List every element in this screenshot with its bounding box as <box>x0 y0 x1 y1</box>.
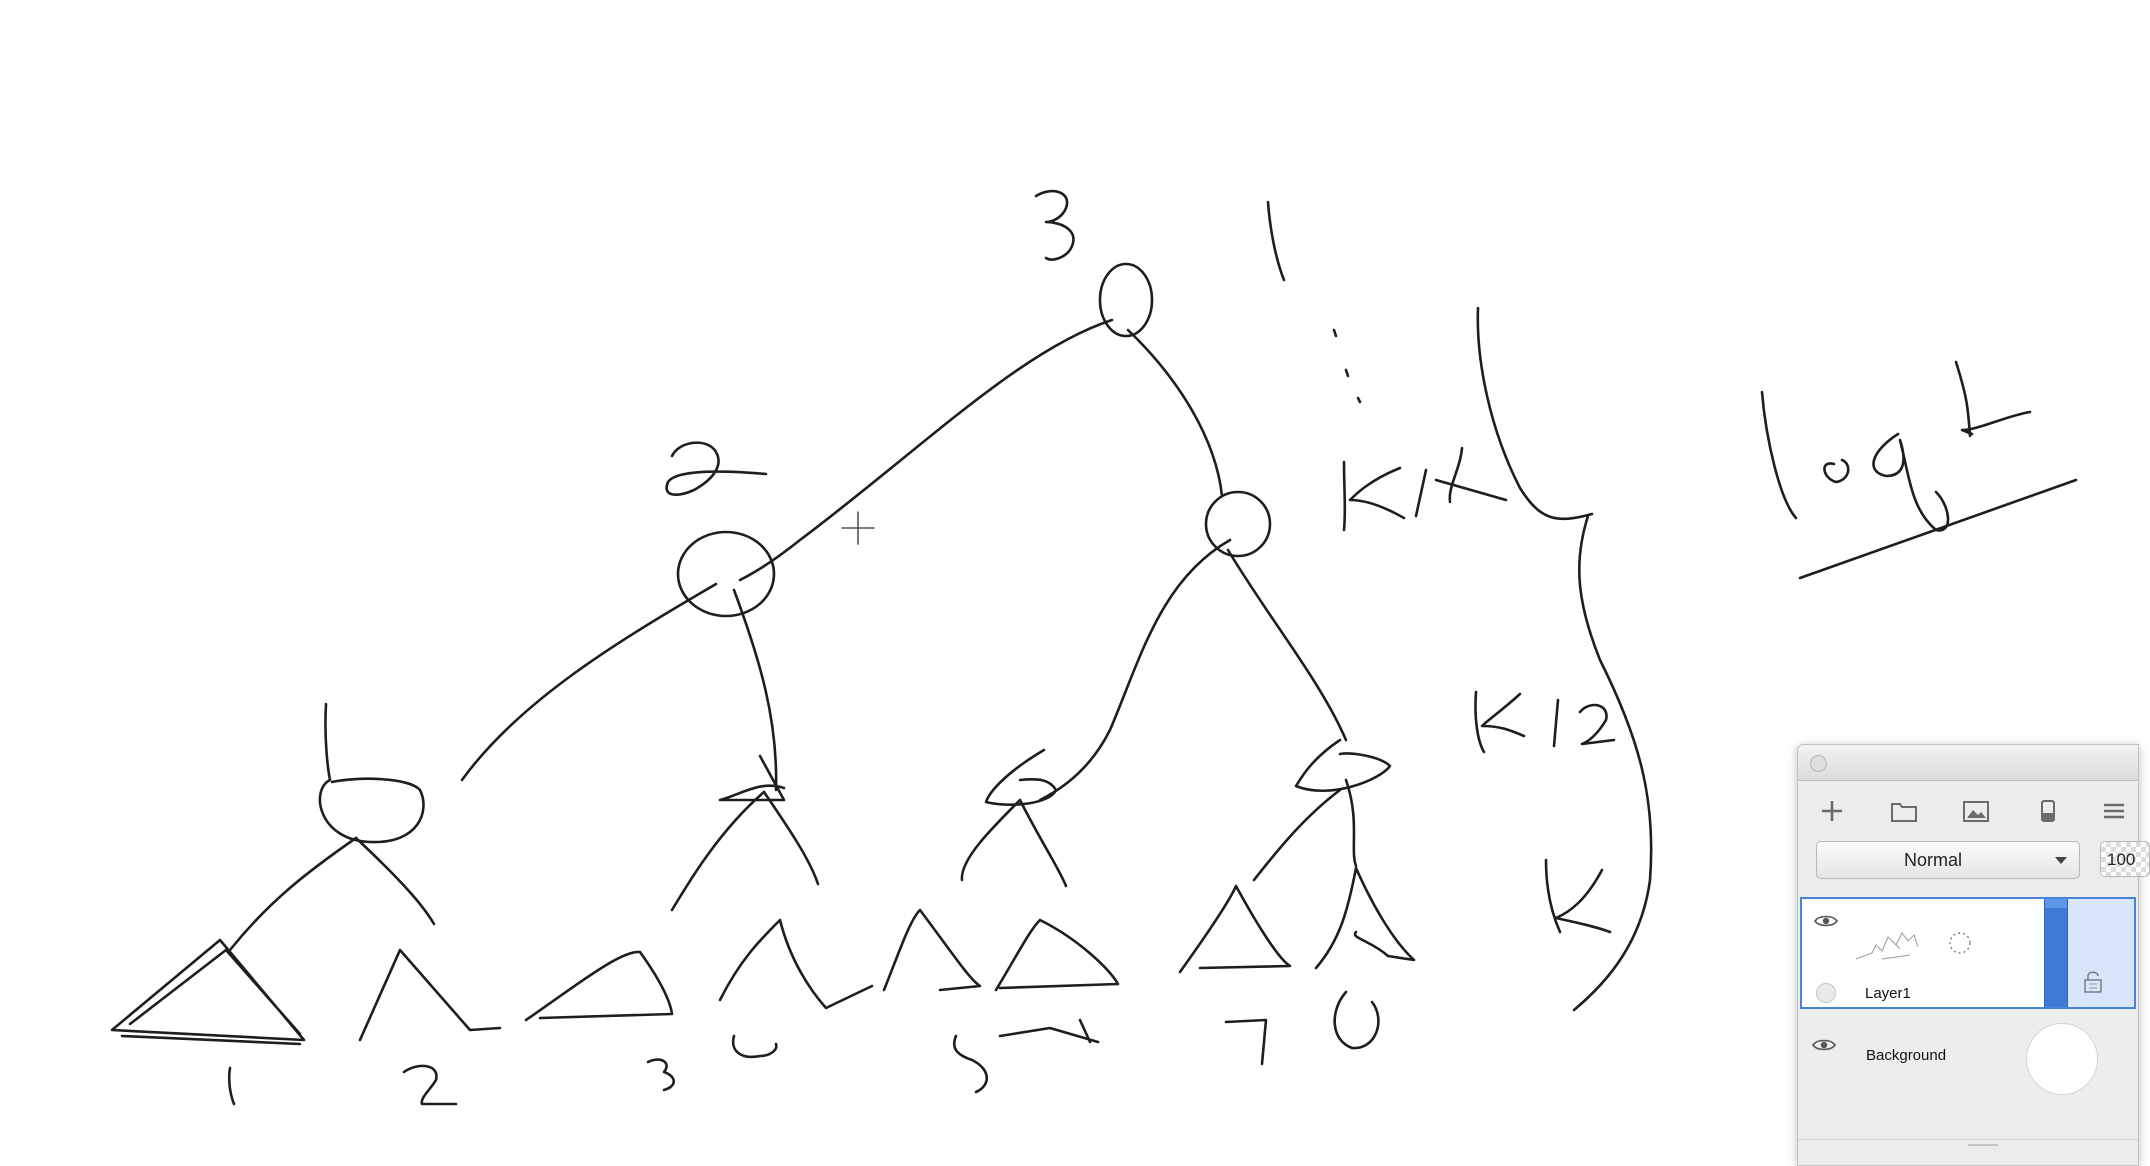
layer-name: Layer1 <box>1865 985 1911 1002</box>
panel-resize-grip[interactable] <box>1798 1139 2138 1148</box>
leaf-triangle-5 <box>882 908 982 992</box>
edge-left-lr <box>732 588 778 792</box>
layer1-select-radio[interactable] <box>1816 983 1836 1003</box>
leaf-triangle-6 <box>994 918 1120 992</box>
mark-1 <box>1266 200 1286 282</box>
edge-right-rl <box>1038 538 1232 802</box>
layer-row-layer1[interactable]: Layer1 <box>1800 897 2136 1009</box>
lock-icon[interactable] <box>2082 969 2104 995</box>
folder-icon[interactable] <box>1884 791 1924 831</box>
leaf-number-5 <box>952 1018 1100 1094</box>
add-layer-icon[interactable] <box>1812 791 1852 831</box>
mark-k-2 <box>1474 690 1616 754</box>
edge-root-left <box>738 318 1114 582</box>
branch-8 <box>1344 778 1358 868</box>
layer1-mask-bar[interactable] <box>2044 899 2068 1007</box>
leaf-number-8 <box>1333 990 1380 1050</box>
leaf-triangle-8 <box>1314 866 1416 970</box>
leaf-triangle-1 <box>110 938 306 1046</box>
brace-main <box>1572 514 1653 1012</box>
leaf-number-3 <box>646 1058 676 1092</box>
branch-2 <box>354 836 436 926</box>
branch-4 <box>762 790 820 886</box>
mark-k-4 <box>1342 446 1508 532</box>
eye-icon[interactable] <box>1814 913 1838 929</box>
layer-row-background[interactable]: Background <box>1800 1011 2136 1121</box>
brace-top <box>1476 306 1594 521</box>
leaf-triangle-4 <box>718 918 874 1010</box>
formula-underline <box>1798 478 2078 580</box>
mark-dots <box>1332 328 1362 404</box>
edge-left-ll <box>460 582 718 782</box>
panel-titlebar[interactable] <box>1798 745 2138 781</box>
blend-mode-label: Normal <box>1903 850 1962 870</box>
leaf-number-7 <box>1224 1018 1268 1066</box>
root-node <box>1098 262 1154 338</box>
left-node <box>676 530 776 618</box>
blend-mode-select[interactable]: Normal <box>1816 841 2080 879</box>
branch-7 <box>1252 788 1342 882</box>
branch-5 <box>960 798 1022 882</box>
eye-icon[interactable] <box>1812 1037 1836 1053</box>
chevron-down-icon <box>2055 857 2067 864</box>
edge-root-right <box>1126 328 1224 498</box>
layer-name: Background <box>1866 1047 1947 1064</box>
layers-toolbar <box>1798 791 2138 831</box>
formula-log <box>1760 360 2032 532</box>
leaf-number-4 <box>731 1034 778 1059</box>
branch-3 <box>670 790 766 912</box>
menu-icon[interactable] <box>2094 791 2134 831</box>
node-rr <box>1294 738 1392 792</box>
right-node <box>1204 490 1272 558</box>
node-ll <box>318 702 425 844</box>
opacity-input[interactable]: 100 <box>2100 841 2150 877</box>
leaf-triangle-3 <box>524 950 674 1022</box>
leaf-triangle-7 <box>1178 884 1292 974</box>
leaf-number-2 <box>402 1064 458 1106</box>
layer1-preview: Layer1 <box>1802 899 2048 1007</box>
node-lr <box>718 754 786 802</box>
layer1-thumbnail <box>1855 932 1971 960</box>
mask-icon[interactable] <box>2028 791 2068 831</box>
branch-1 <box>228 836 358 952</box>
mark-k <box>1544 858 1612 934</box>
close-button[interactable] <box>1810 755 1827 772</box>
layer-list: Layer1 Background <box>1798 897 2138 1165</box>
image-layer-icon[interactable] <box>1956 791 1996 831</box>
label-2 <box>665 441 768 496</box>
leaf-triangle-2 <box>358 948 502 1042</box>
background-thumbnail <box>2026 1023 2098 1095</box>
label-3 <box>1034 189 1075 261</box>
leaf-number-1 <box>227 1066 236 1106</box>
branch-6 <box>1018 798 1068 888</box>
crosshair-cursor <box>841 511 875 545</box>
edge-right-rr <box>1226 548 1348 742</box>
layers-panel: Normal 100 Layer1 <box>1797 744 2150 1166</box>
